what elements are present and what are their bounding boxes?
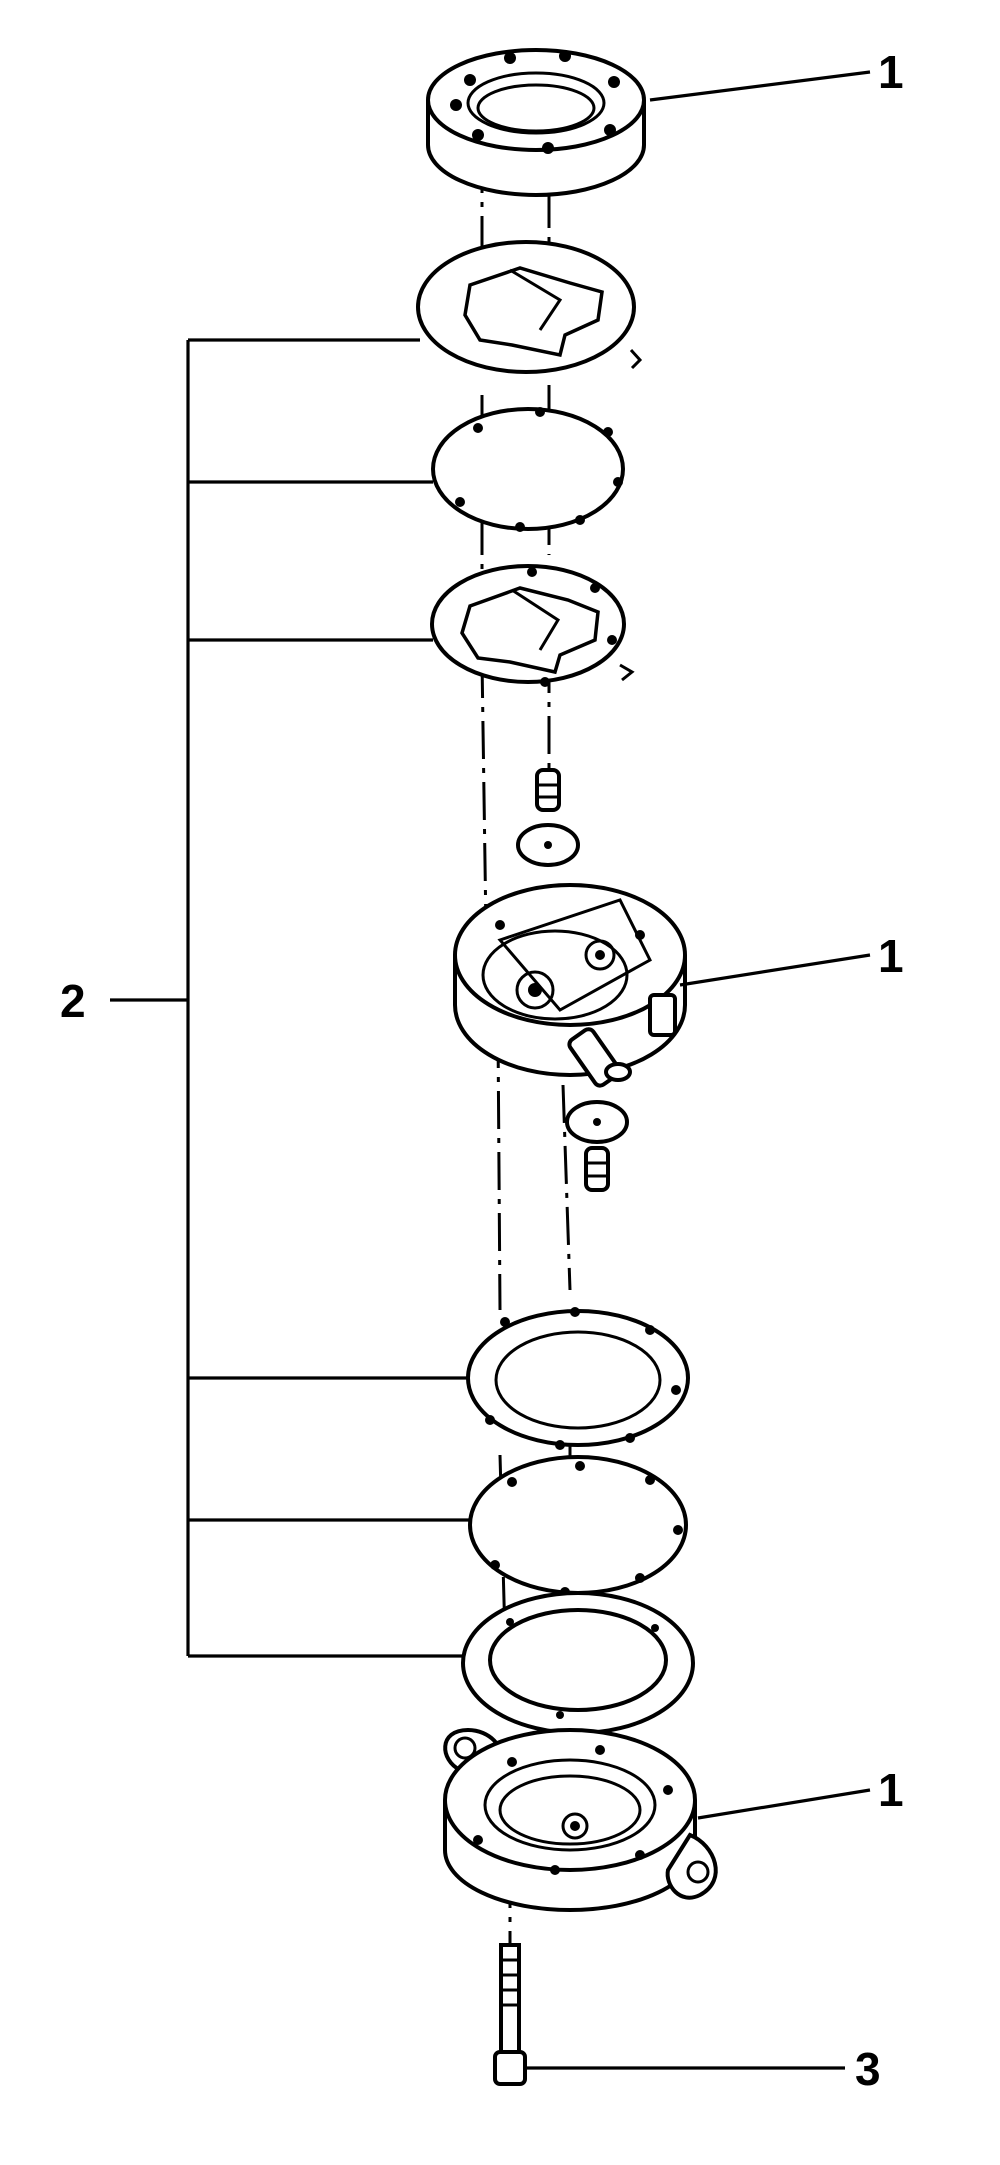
lower-cover	[443, 1727, 718, 1912]
callout-lower-cover: 1	[878, 1764, 904, 1816]
callout-upper-cover: 1	[878, 46, 904, 98]
lower-check-valve	[565, 1100, 629, 1192]
callout-screw: 3	[855, 2043, 881, 2095]
upper-check-valve	[516, 768, 580, 867]
lower-speckled-gasket	[461, 1591, 695, 1735]
lower-diaphragm	[468, 1455, 688, 1597]
leader-lines	[110, 70, 871, 2070]
upper-valve-gasket	[430, 564, 635, 687]
callout-pump-body: 1	[878, 930, 904, 982]
upper-diaphragm	[431, 407, 625, 532]
callout-gasket-kit: 2	[60, 975, 86, 1027]
pump-body	[453, 883, 687, 1088]
upper-speckled-gasket	[416, 240, 643, 374]
lower-ring-gasket	[466, 1307, 690, 1450]
upper-cover	[426, 48, 646, 197]
screw	[493, 1943, 527, 2086]
